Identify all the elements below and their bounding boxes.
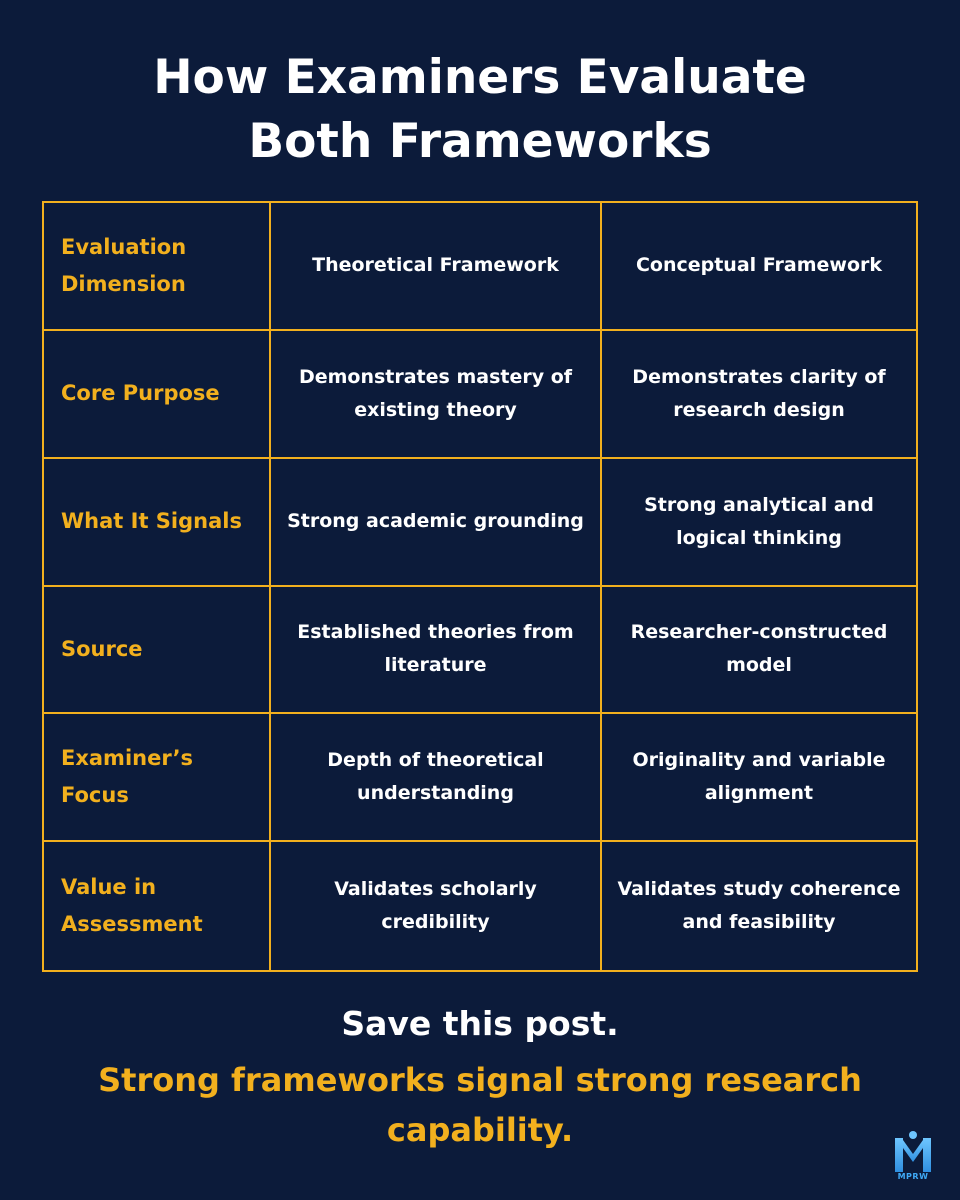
table-cell-theoretical: Theoretical Framework <box>271 203 602 331</box>
table-cell-theoretical: Depth of theoretical understanding <box>271 714 602 843</box>
mprw-logo-text: MPRW <box>897 1172 929 1181</box>
save-post-text: Save this post. <box>341 1004 619 1043</box>
table-cell-theoretical: Demonstrates mastery of existing theory <box>271 330 602 459</box>
page-title-line-1: How Examiners Evaluate <box>153 50 807 105</box>
table-cell-conceptual: Researcher-constructed model <box>602 587 916 715</box>
tagline-text: Strong frameworks signal strong research… <box>98 1061 862 1149</box>
table-row-label: Core Purpose <box>44 330 271 459</box>
table-cell-conceptual: Originality and variable alignment <box>602 714 916 843</box>
table-cell-conceptual: Validates study coherence and feasibilit… <box>617 878 901 934</box>
mprw-logo-icon <box>895 1131 931 1172</box>
page-title-line-2: Both Frameworks <box>248 114 712 169</box>
comparison-table: Evaluation Dimension Theoretical Framewo… <box>42 201 918 972</box>
table-cell-theoretical: Strong academic grounding <box>271 458 602 587</box>
table-row-label: What It Signals <box>44 458 271 587</box>
table-row-label: Examiner’s Focus <box>44 714 271 843</box>
table-row-label: Value in Assessment <box>44 842 271 970</box>
table-cell-theoretical: Validates scholarly credibility <box>271 842 602 970</box>
table-cell-theoretical: Established theories from literature <box>271 586 602 715</box>
table-cell-conceptual: Conceptual Framework <box>602 203 916 331</box>
table-row-label: Evaluation Dimension <box>44 203 271 331</box>
table-cell-conceptual: Strong analytical and logical thinking <box>602 459 916 587</box>
page-title: How Examiners Evaluate Both Frameworks <box>0 46 960 174</box>
table-row-label: Source <box>44 586 271 715</box>
table-cell-conceptual: Demonstrates clarity of research design <box>602 331 916 459</box>
